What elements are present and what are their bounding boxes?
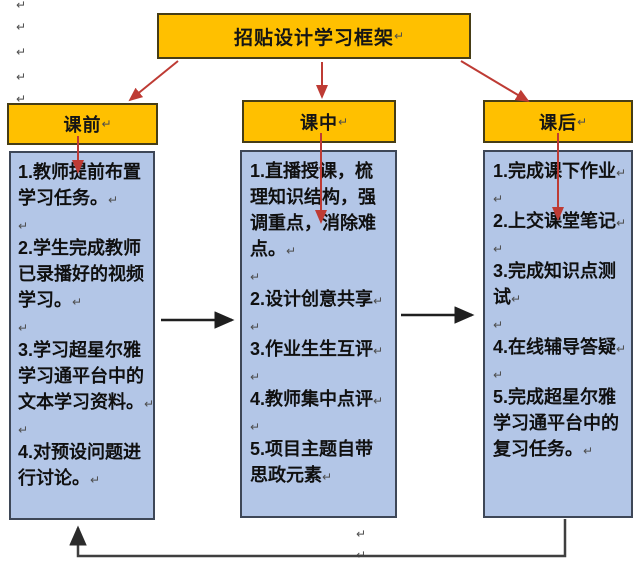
red-arrow-title-to-after — [460, 60, 530, 103]
paragraph-mark: ↵ — [16, 70, 27, 84]
content-paragraph: ↵ — [18, 423, 29, 437]
paragraph-mark: ↵ — [16, 20, 27, 34]
content-paragraph: ↵ — [250, 320, 261, 334]
header-label: 课中 — [300, 112, 338, 133]
content-paragraph: 2.设计创意共享↵ — [250, 289, 384, 309]
content-paragraph: 1.教师提前布置学习任务。↵ — [18, 162, 142, 208]
content-paragraph: ↵ — [250, 420, 261, 434]
content-paragraph: 3.完成知识点测试↵ — [493, 261, 617, 307]
header-before-class: 课前↵ — [7, 103, 158, 145]
red-arrow-title-to-before — [128, 60, 179, 102]
content-paragraph: 2.学生完成教师已录播好的视频学习。↵ — [18, 238, 144, 310]
content-paragraph: 5.完成超星尔雅学习通平台中的复习任务。↵ — [493, 387, 619, 459]
paragraph-mark: ↵ — [356, 527, 367, 541]
header-label: 课后 — [539, 112, 577, 133]
content-paragraph: 1.直播授课，梳理知识结构，强调重点，消除难点。↵ — [250, 161, 376, 259]
content-paragraph: ↵ — [18, 321, 29, 335]
content-paragraph: 4.在线辅导答疑↵ — [493, 337, 627, 357]
content-paragraph: 3.学习超星尔雅学习通平台中的文本学习资料。↵ — [18, 340, 155, 412]
content-paragraph: ↵ — [493, 242, 504, 256]
content-paragraph: 4.对预设问题进行讨论。↵ — [18, 442, 142, 488]
content-paragraph: ↵ — [250, 370, 261, 384]
title-box: 招贴设计学习框架↵ — [157, 13, 471, 59]
paragraph-mark: ↵ — [16, 92, 27, 106]
content-paragraph: ↵ — [493, 368, 504, 382]
content-paragraph: 2.上交课堂笔记↵ — [493, 211, 627, 231]
feedback-arrow — [69, 519, 567, 558]
paragraph-mark: ↵ — [356, 548, 367, 562]
header-label: 课前 — [63, 115, 102, 135]
content-paragraph: 4.教师集中点评↵ — [250, 389, 384, 409]
content-after-class: 1.完成课下作业↵ ↵ 2.上交课堂笔记↵ ↵ 3.完成知识点测试↵ ↵ 4.在线辅导答疑↵… — [483, 150, 633, 518]
paragraph-mark: ↵ — [16, 45, 27, 59]
header-after-class: 课后↵ — [483, 100, 633, 143]
header-during-class: 课中↵ — [242, 100, 396, 143]
content-paragraph: ↵ — [250, 270, 261, 284]
content-during-class: 1.直播授课，梳理知识结构，强调重点，消除难点。↵ ↵ 2.设计创意共享↵ ↵ 3.作业… — [240, 150, 397, 518]
content-before-class: 1.教师提前布置学习任务。↵ ↵ 2.学生完成教师已录播好的视频学习。↵ ↵ 3.学习超… — [9, 151, 155, 520]
content-paragraph: 5.项目主题自带思政元素↵ — [250, 439, 374, 485]
paragraph-mark: ↵ — [16, 0, 27, 12]
content-paragraph: 1.完成课下作业↵ — [493, 161, 627, 181]
content-paragraph: ↵ — [18, 219, 29, 233]
content-paragraph: ↵ — [493, 192, 504, 206]
content-paragraph: ↵ — [493, 318, 504, 332]
content-paragraph: 3.作业生生互评↵ — [250, 339, 384, 359]
title-text: 招贴设计学习框架 — [233, 27, 394, 49]
